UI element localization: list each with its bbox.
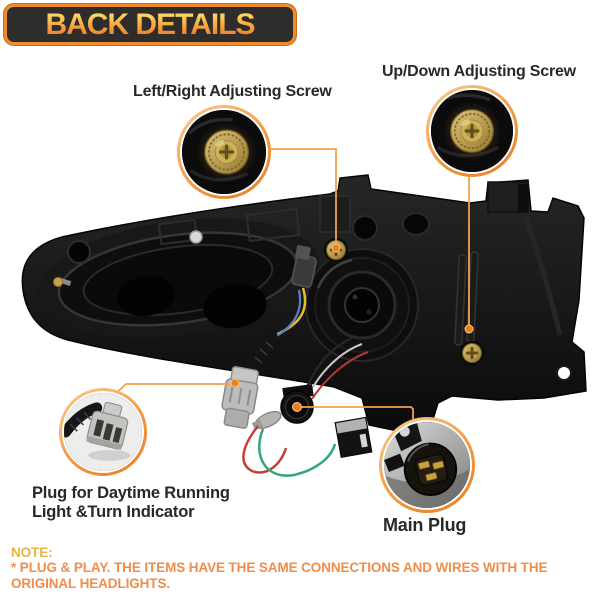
callout-up-down-screw xyxy=(426,85,518,177)
label-drl-plug: Plug for Daytime Running Light &Turn Ind… xyxy=(32,484,230,522)
callout-dots xyxy=(230,243,474,412)
label-up-down-screw: Up/Down Adjusting Screw xyxy=(382,63,576,80)
note-block: NOTE: * PLUG & PLAY. THE ITEMS HAVE THE … xyxy=(11,545,547,591)
main-plug-zoom-photo xyxy=(384,422,470,508)
title-banner: BACK DETAILS xyxy=(4,4,296,45)
label-drl-line2: Light &Turn Indicator xyxy=(32,503,195,521)
page-title: BACK DETAILS xyxy=(45,7,255,41)
label-left-right-screw: Left/Right Adjusting Screw xyxy=(133,83,332,100)
callout-main-plug xyxy=(379,417,475,513)
callout-left-right-screw xyxy=(177,105,271,199)
green-wire xyxy=(258,428,337,477)
callout-drl-plug xyxy=(59,388,147,476)
wire-coil xyxy=(244,330,278,376)
drl-plug-photo xyxy=(221,366,259,429)
projector-lens-back xyxy=(305,248,419,362)
drl-plug-zoom-photo xyxy=(64,393,142,471)
side-screw-pin xyxy=(53,277,72,287)
label-drl-line1: Plug for Daytime Running xyxy=(32,484,230,502)
red-wire xyxy=(242,425,288,474)
left-right-screw-zoom-photo xyxy=(182,110,266,194)
up-down-screw-photo xyxy=(460,341,484,365)
left-wing xyxy=(37,207,319,338)
note-line-2: ORIGINAL HEADLIGHTS. xyxy=(11,575,171,591)
retaining-clip xyxy=(189,230,203,244)
relay-box xyxy=(334,416,373,458)
up-down-screw-zoom-photo xyxy=(431,90,513,172)
bullet-connector xyxy=(251,411,282,431)
mounting-hole xyxy=(556,365,572,381)
note-heading: NOTE: xyxy=(11,545,53,560)
label-main-plug: Main Plug xyxy=(383,515,467,535)
note-line-1: * PLUG & PLAY. THE ITEMS HAVE THE SAME C… xyxy=(11,560,548,576)
